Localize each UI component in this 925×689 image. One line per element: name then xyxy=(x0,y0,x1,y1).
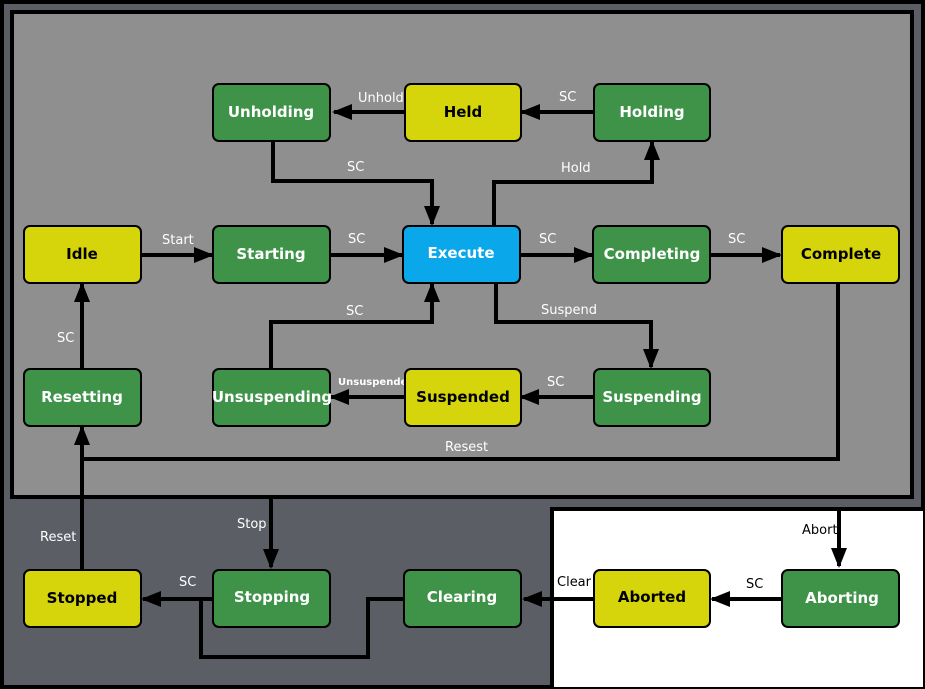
state-stopping-box xyxy=(212,569,331,628)
state-execute-label: Execute xyxy=(427,244,494,262)
state-stopping-label: Stopping xyxy=(234,588,310,606)
label-sc-execute-completing: SC xyxy=(539,232,556,247)
state-complete[interactable]: Complete xyxy=(781,225,900,284)
state-stopped-box xyxy=(23,569,142,628)
state-starting[interactable]: Starting xyxy=(212,225,331,284)
label-hold: Hold xyxy=(561,161,591,176)
state-idle-box xyxy=(23,225,142,284)
edge-execute-holding xyxy=(492,140,660,226)
state-clearing[interactable]: Clearing xyxy=(403,569,522,628)
state-unholding-label: Unholding xyxy=(228,103,314,121)
state-clearing-box xyxy=(403,569,522,628)
state-holding-label: Holding xyxy=(619,103,684,121)
edge-complete-resetting xyxy=(74,284,840,461)
state-suspended-label: Suspended xyxy=(416,388,510,406)
label-clear: Clear xyxy=(557,575,592,590)
edge-unholding-execute xyxy=(271,141,440,226)
state-suspending-label: Suspending xyxy=(602,388,701,406)
state-idle[interactable]: Idle xyxy=(23,225,142,284)
label-sc-aborting-aborted: SC xyxy=(746,577,763,592)
label-sc-holding-held: SC xyxy=(559,90,576,105)
state-aborting-box xyxy=(781,569,900,628)
label-abort: Abort xyxy=(802,523,838,538)
state-held[interactable]: Held xyxy=(404,83,522,142)
state-unsuspending[interactable]: Unsuspending xyxy=(212,368,332,427)
label-sc-completing-complete: SC xyxy=(728,232,745,247)
state-holding-box xyxy=(593,83,711,142)
state-aborted[interactable]: Aborted xyxy=(593,569,711,628)
state-aborting-label: Aborting xyxy=(805,589,879,607)
state-unsuspending-box xyxy=(212,368,331,427)
label-sc-suspending-suspended: SC xyxy=(547,375,564,390)
state-resetting-label: Resetting xyxy=(41,388,123,406)
edge-labels: Unhold SC SC Hold Start SC SC SC SC Susp… xyxy=(40,90,838,592)
label-unsuspended: Unsuspended xyxy=(338,377,414,388)
state-completing-box xyxy=(592,225,711,284)
state-starting-label: Starting xyxy=(236,245,305,263)
state-clearing-label: Clearing xyxy=(427,588,497,606)
edge-clearing-stopping xyxy=(199,597,404,659)
label-stop: Stop xyxy=(237,517,267,532)
state-complete-label: Complete xyxy=(801,245,881,263)
label-reset: Reset xyxy=(40,530,76,545)
state-stopping[interactable]: Stopping xyxy=(212,569,331,628)
label-suspend: Suspend xyxy=(541,303,597,318)
edge-execute-suspending xyxy=(494,284,659,369)
state-resetting[interactable]: Resetting xyxy=(23,368,142,427)
state-suspended[interactable]: Suspended xyxy=(404,368,522,427)
state-aborted-label: Aborted xyxy=(618,588,686,606)
state-aborting[interactable]: Aborting xyxy=(781,569,900,628)
state-stopped-label: Stopped xyxy=(47,589,118,607)
state-starting-box xyxy=(212,225,331,284)
state-suspending[interactable]: Suspending xyxy=(593,368,711,427)
label-sc-starting-execute: SC xyxy=(348,232,365,247)
state-completing[interactable]: Completing xyxy=(592,225,711,284)
state-resetting-box xyxy=(23,368,142,427)
edges xyxy=(74,104,847,659)
state-complete-box xyxy=(781,225,900,284)
label-start: Start xyxy=(162,233,194,248)
state-suspended-box xyxy=(404,368,522,427)
state-execute-box xyxy=(402,225,521,284)
state-suspending-box xyxy=(593,368,711,427)
state-unholding[interactable]: Unholding xyxy=(212,83,331,142)
label-sc-unsuspending-execute: SC xyxy=(346,304,363,319)
state-held-label: Held xyxy=(444,103,483,121)
state-execute[interactable]: Execute xyxy=(402,225,521,284)
edge-unsuspending-execute xyxy=(269,282,440,369)
state-unsuspending-label: Unsuspending xyxy=(212,388,332,406)
state-held-box xyxy=(404,83,522,142)
state-aborted-box xyxy=(593,569,711,628)
label-sc-stopping-stopped: SC xyxy=(179,575,196,590)
state-unholding-box xyxy=(212,83,331,142)
state-idle-label: Idle xyxy=(66,245,98,263)
state-completing-label: Completing xyxy=(604,245,701,263)
label-resest: Resest xyxy=(445,440,488,455)
state-holding[interactable]: Holding xyxy=(593,83,711,142)
label-sc-unholding-execute: SC xyxy=(347,160,364,175)
state-stopped[interactable]: Stopped xyxy=(23,569,142,628)
label-unhold: Unhold xyxy=(358,91,404,106)
label-sc-resetting-idle: SC xyxy=(57,331,74,346)
